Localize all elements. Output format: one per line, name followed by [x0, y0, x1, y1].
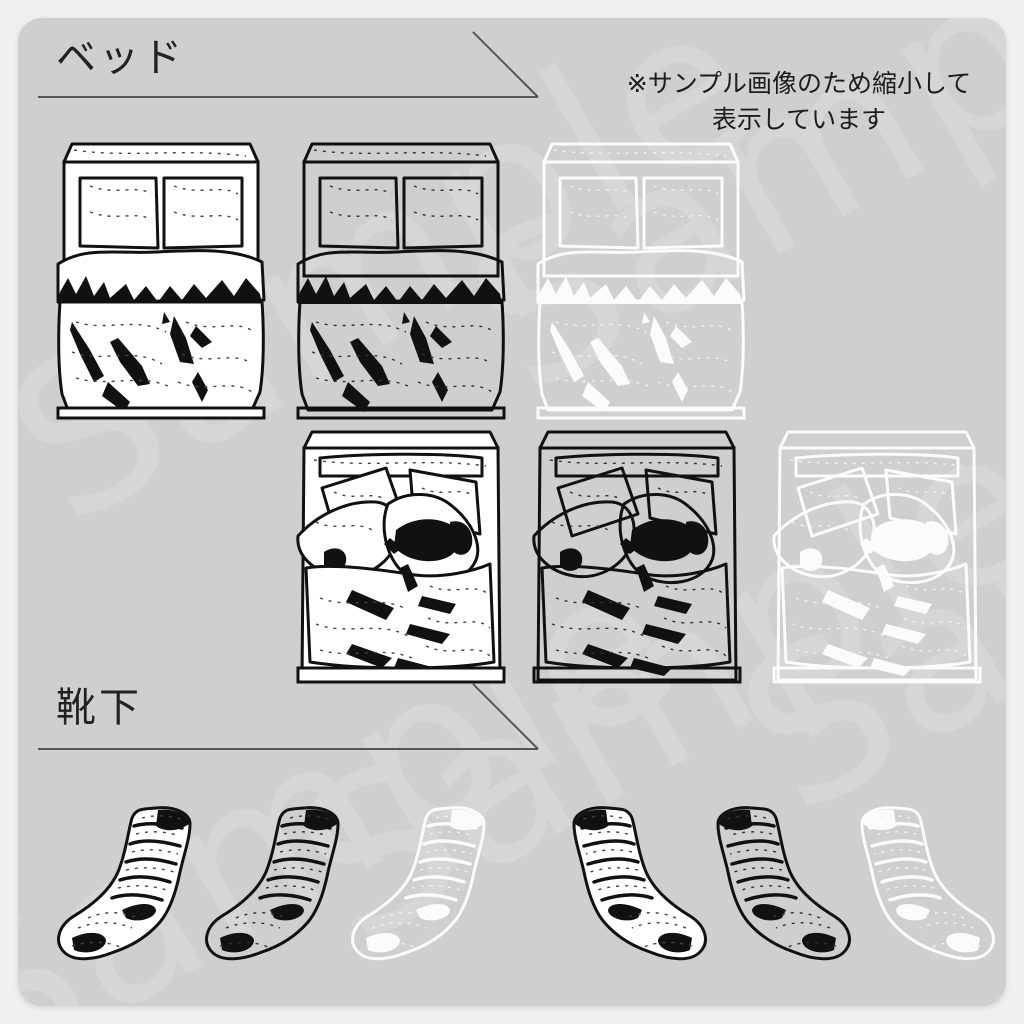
- bed-made-lightline[interactable]: [526, 126, 756, 426]
- sample-note-line1: ※サンプル画像のため縮小して: [626, 69, 972, 98]
- bed-unmade-lightline[interactable]: [766, 418, 988, 708]
- sock-right-lightline[interactable]: [824, 798, 1004, 993]
- section-rule-socks: [38, 683, 539, 818]
- bed-made-transparent[interactable]: [286, 126, 516, 426]
- sample-note: ※サンプル画像のため縮小して 表示しています: [584, 66, 1006, 139]
- bed-unmade-white[interactable]: [290, 418, 512, 708]
- sock-left-transparent[interactable]: [196, 798, 376, 993]
- bed-made-white[interactable]: [46, 126, 276, 426]
- sock-left-lightline[interactable]: [342, 798, 522, 993]
- bed-unmade-transparent[interactable]: [526, 418, 748, 708]
- sample-note-line2: 表示しています: [711, 105, 887, 135]
- sock-left-white[interactable]: [48, 798, 228, 993]
- sample-sheet-card: Sample Sample Sample Sample Sample ベッド ※…: [18, 18, 1006, 1006]
- sock-right-white[interactable]: [536, 798, 716, 993]
- section-title-bed: ベッド: [56, 35, 185, 81]
- sock-right-transparent[interactable]: [680, 798, 860, 993]
- section-rule-bed: [38, 31, 539, 166]
- section-title-socks: 靴下: [56, 685, 142, 731]
